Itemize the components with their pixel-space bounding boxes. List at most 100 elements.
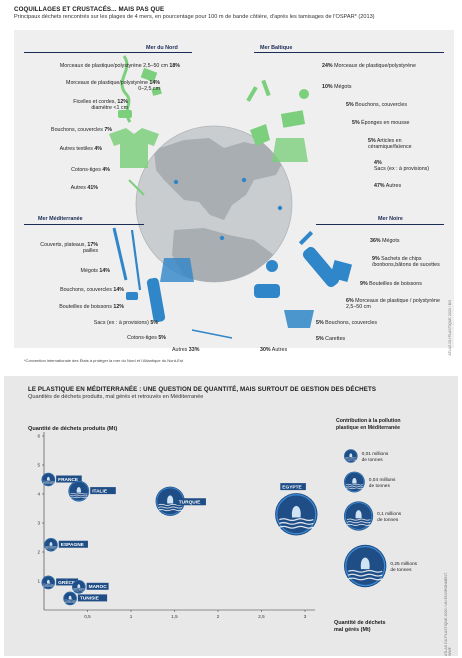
y-tick-label: 5: [37, 463, 40, 468]
baltique-item: 5% Bouchons, couvercles: [346, 102, 407, 108]
nord-dot: [173, 179, 179, 185]
nord-item: Autres textiles 4%: [59, 146, 102, 152]
nord-litter-icons: [109, 55, 162, 196]
noire-item: 5% Bouchons, couvercles: [316, 320, 377, 326]
x-tick-label: 2,5: [258, 614, 265, 619]
noire-item: 6% Morceaux de plastique / polystyrène 2…: [346, 298, 440, 311]
wave-icon: [70, 496, 88, 499]
wave-icon: [279, 525, 314, 529]
y-tick-label: 2: [37, 550, 40, 555]
point-label-box: [56, 475, 82, 483]
wave-icon: [42, 586, 54, 588]
top-section: COQUILLAGES ET CRUSTACÉS... MAIS PAS QUE…: [14, 6, 454, 363]
bottom-title: LE PLASTIQUE EN MÉDITERRANÉE : UNE QUEST…: [28, 386, 377, 393]
bubble-ring: [345, 545, 386, 587]
plastic-piece-icon: [140, 67, 158, 83]
top-title: COQUILLAGES ET CRUSTACÉS... MAIS PAS QUE: [14, 6, 165, 13]
cigarette-butt-icon: [298, 230, 314, 246]
wave-icon: [42, 480, 54, 482]
nord-item: Cotons-tiges 4%: [71, 167, 110, 173]
plastic-bag-icon: [68, 595, 72, 600]
straw-icon: [112, 227, 128, 281]
plastic-bag-icon: [352, 477, 357, 484]
point-label: TUNISIE: [80, 596, 100, 602]
nord-item: Morceaux de plastique/polystyrène 14%0–2…: [66, 80, 160, 93]
wave-icon: [345, 459, 357, 461]
bottom-credit: ATLAS DU PLASTIQUE 2020 / UN ENVIRONMENT…: [444, 572, 452, 656]
y-tick-label: 6: [37, 434, 40, 439]
bag-icon: [272, 138, 308, 162]
wave-icon: [45, 545, 57, 547]
point-label-box: [176, 498, 206, 506]
point-label-box: [77, 594, 108, 602]
noire-item: 5% Carettes: [316, 336, 346, 342]
wave-icon: [42, 481, 54, 483]
plastic-bag-icon: [46, 476, 50, 481]
wave-icon: [42, 483, 54, 485]
wave-icon: [64, 599, 76, 601]
point-label: TURQUIE: [179, 500, 201, 506]
plastic-bag-icon: [76, 486, 81, 493]
wave-icon: [348, 573, 383, 577]
legend-title: plastique en Méditerranée: [336, 425, 400, 431]
baltique-item: 24% Morceaux de plastique/polystyrène: [322, 63, 416, 69]
legend-label: 0,04 millions: [369, 477, 396, 483]
wave-icon: [279, 521, 314, 525]
top-subtitle: Principaux déchets rencontrés sur les pl…: [14, 14, 375, 20]
legend-label: de tonnes: [390, 567, 412, 573]
wave-icon: [345, 485, 363, 488]
wave-icon: [346, 521, 371, 524]
wave-icon: [279, 518, 314, 522]
bubble-ring: [344, 472, 365, 492]
plastic-bag-icon: [360, 557, 370, 570]
wave-icon: [70, 494, 88, 497]
region-title-baltique: Mer Baltique: [260, 45, 293, 51]
baltique-item: 5% Éponges en mousse: [352, 120, 410, 126]
y-tick-label: 4: [37, 492, 40, 497]
plastic-bag-icon: [46, 579, 50, 584]
legend-label: de tonnes: [362, 457, 384, 463]
point-label: FRANCE: [58, 477, 79, 483]
point-label-box: [58, 540, 88, 548]
bubble-ring: [72, 580, 86, 594]
point-label: ESPAGNE: [61, 542, 85, 548]
point-label: GRÈCE: [58, 578, 76, 586]
wave-icon: [70, 492, 88, 495]
cigarette-butt-icon: [261, 79, 271, 97]
region-rule-nord: [24, 52, 192, 53]
point-label-box: [86, 582, 109, 590]
wave-icon: [42, 583, 54, 585]
nord-item: Morceaux de plastique/polystyrène 2,5–50…: [59, 63, 180, 69]
cap-icon: [266, 260, 278, 272]
bubble-ring: [344, 449, 358, 463]
bottle-icon: [302, 246, 340, 288]
region-rule-med: [24, 224, 144, 225]
region-title-med: Mer Méditerranée: [38, 216, 83, 222]
point-label: EGYPTE: [282, 484, 302, 490]
bag-icon: [160, 258, 194, 282]
baltique-dot: [241, 177, 247, 183]
chips-bag-icon: [329, 259, 353, 283]
nord-item: Ficelles et cordes, 12%diamètre <1 cm: [73, 99, 128, 112]
wave-icon: [73, 589, 85, 591]
wave-icon: [348, 569, 383, 573]
med-item: Bouchons, couvercles 14%: [60, 287, 124, 293]
noire-item: 36% Mégots: [370, 238, 400, 244]
wave-icon: [158, 509, 182, 512]
wave-icon: [64, 600, 76, 602]
y-tick-label: 1: [37, 579, 40, 584]
baltique-item: 10% Mégots: [322, 84, 352, 90]
carton-icon: [284, 310, 314, 328]
x-tick-label: 0,5: [84, 614, 91, 619]
bottom-subtitle: Quantités de déchets produits, mal gérés…: [28, 394, 204, 400]
x-tick-label: 1: [130, 614, 133, 619]
cotton-swab-icon: [191, 329, 233, 339]
region-title-nord: Mer du Nord: [146, 45, 178, 51]
plastic-bag-icon: [291, 505, 301, 518]
wave-icon: [64, 602, 76, 604]
x-axis-label: mal gérés (Mt): [334, 627, 371, 633]
med-item: Cotons-tiges 5%: [127, 335, 166, 341]
legend-label: de tonnes: [377, 517, 399, 523]
med-item: Couverts, plateaux, 17%pailles: [40, 242, 98, 255]
ceramic-icon: [250, 124, 270, 146]
